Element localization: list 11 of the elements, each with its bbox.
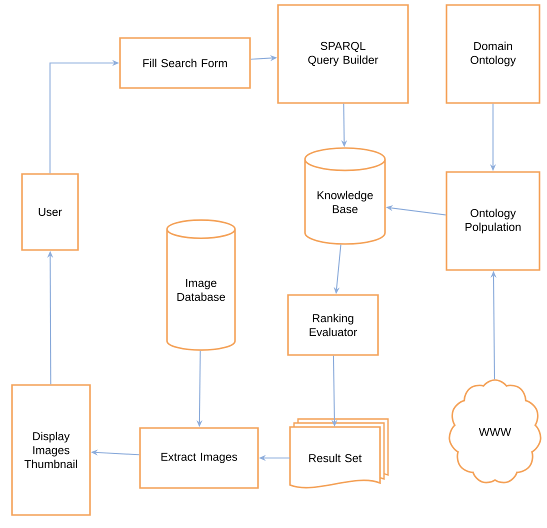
process-box: Display Images Thumbnail	[11, 384, 91, 516]
process-box: Fill Search Form	[119, 37, 251, 89]
process-box: Domain Ontology	[446, 4, 540, 104]
process-box: Extract Images	[139, 427, 259, 489]
process-box: Ontology Polpulation	[446, 171, 540, 271]
database-cylinder: Knowledge Base	[304, 147, 386, 245]
database-cylinder: Image Database	[166, 219, 236, 351]
process-box: User	[21, 173, 79, 251]
process-box: SPARQL Query Builder	[277, 4, 409, 104]
document-stack: Result Set	[289, 418, 389, 488]
process-box: Ranking Evaluator	[287, 294, 379, 356]
